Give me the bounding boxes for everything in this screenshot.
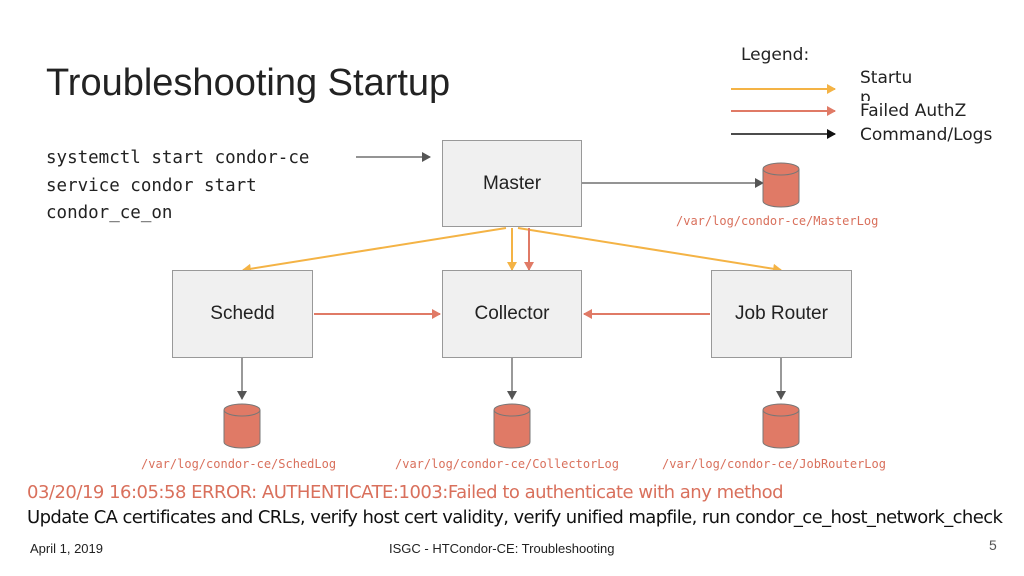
command-line: systemctl start condor-ce xyxy=(46,148,310,168)
job-router-node: Job Router xyxy=(711,270,852,358)
command-line: service condor start xyxy=(46,175,257,196)
fix-instructions: Update CA certificates and CRLs, verify … xyxy=(27,507,1003,528)
legend-title: Legend: xyxy=(741,45,810,65)
command-list: systemctl start condor-ce service condor… xyxy=(46,145,309,228)
jobrouterlog-db-icon xyxy=(762,403,800,449)
jobrouterlog-path: /var/log/condor-ce/JobRouterLog xyxy=(662,457,886,471)
schedlog-db-icon xyxy=(223,403,261,449)
collectorlog-db-icon xyxy=(493,403,531,449)
collectorlog-path: /var/log/condor-ce/CollectorLog xyxy=(395,457,619,471)
masterlog-path: /var/log/condor-ce/MasterLog xyxy=(676,214,879,228)
schedd-label: Schedd xyxy=(210,303,275,324)
page-number: 5 xyxy=(989,537,997,553)
footer-date: April 1, 2019 xyxy=(30,541,103,556)
error-message: 03/20/19 16:05:58 ERROR: AUTHENTICATE:10… xyxy=(27,482,784,503)
legend-label-failed: Failed AuthZ xyxy=(860,101,967,121)
master-node: Master xyxy=(442,140,582,227)
job-router-label: Job Router xyxy=(735,303,828,324)
command-line: condor_ce_on xyxy=(46,203,173,223)
footer-title: ISGC - HTCondor-CE: Troubleshooting xyxy=(389,541,615,556)
startup-to-jobrouter xyxy=(517,227,782,274)
legend-label-command: Command/Logs xyxy=(860,125,993,145)
legend-label-startup: Startup xyxy=(860,68,913,108)
masterlog-db-icon xyxy=(762,162,800,208)
schedd-node: Schedd xyxy=(172,270,313,358)
master-label: Master xyxy=(482,172,542,194)
page-title: Troubleshooting Startup xyxy=(46,62,451,104)
collector-node: Collector xyxy=(442,270,582,358)
schedlog-path: /var/log/condor-ce/SchedLog xyxy=(141,457,337,471)
startup-to-schedd xyxy=(242,227,507,274)
collector-label: Collector xyxy=(474,303,550,324)
